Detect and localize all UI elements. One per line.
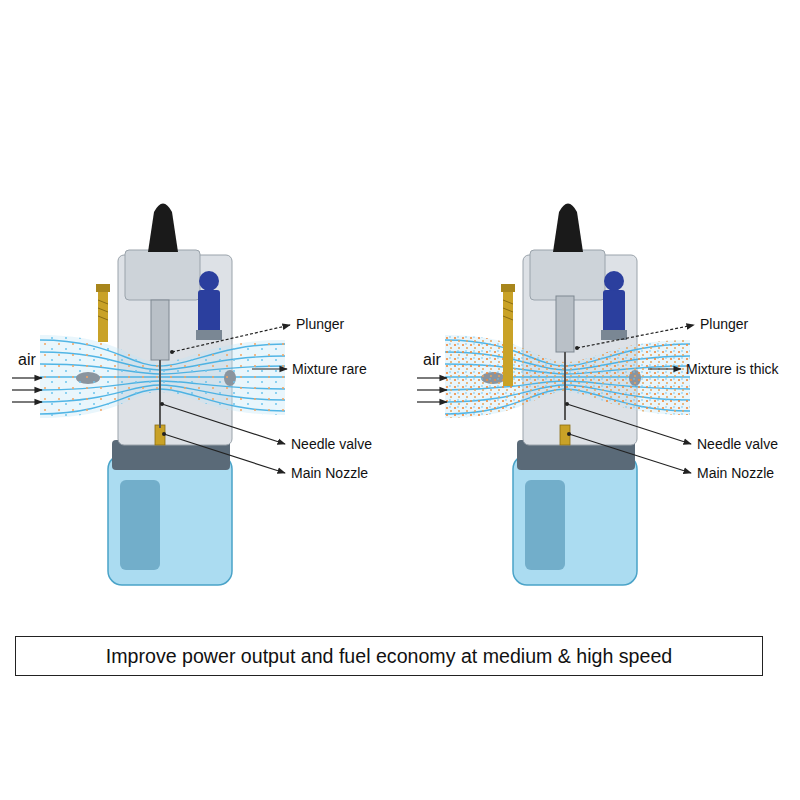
- leader-dot: [170, 350, 174, 354]
- leader-line: [162, 404, 285, 444]
- part-label: Plunger: [296, 316, 344, 332]
- caption-box: Improve power output and fuel economy at…: [15, 636, 763, 676]
- leader-line: [164, 434, 285, 473]
- screw-spring: [503, 300, 513, 320]
- leader-dot: [575, 346, 579, 350]
- part-label: Main Nozzle: [697, 465, 774, 481]
- air-arrow: [12, 389, 42, 390]
- brass-screw: [98, 292, 108, 342]
- leader-dots: [160, 346, 579, 436]
- plunger-symbol: [151, 300, 169, 360]
- screw-cap: [501, 284, 515, 292]
- part-label: Plunger: [700, 316, 748, 332]
- leader-dot: [567, 432, 571, 436]
- part-label: Needle valve: [697, 436, 778, 452]
- leader-line: [567, 404, 691, 444]
- part-label: Mixture rare: [292, 361, 367, 377]
- flow-arrow: [648, 368, 681, 369]
- carburetor-body: [40, 204, 285, 586]
- brass-screw: [503, 292, 513, 386]
- leader-dot: [565, 402, 569, 406]
- air-arrow: [12, 377, 42, 378]
- plunger-symbol: [556, 296, 574, 352]
- leader-dot: [160, 402, 164, 406]
- carburetor-body: [445, 204, 690, 586]
- air-arrow: [417, 389, 447, 390]
- needle-symbol: [564, 352, 566, 420]
- flow-label: air: [18, 352, 36, 368]
- leader-dot: [162, 432, 166, 436]
- right-carburetor: [445, 204, 690, 586]
- air-arrow: [417, 377, 447, 378]
- needle-symbol: [159, 360, 161, 428]
- part-label: Main Nozzle: [291, 465, 368, 481]
- leader-lines: [12, 325, 694, 473]
- leader-line: [172, 325, 290, 352]
- leader-line: [577, 325, 694, 348]
- flow-label: air: [423, 352, 441, 368]
- screw-spring: [98, 300, 108, 320]
- left-carburetor: [40, 204, 285, 586]
- part-label: Needle valve: [291, 436, 372, 452]
- air-arrow: [417, 401, 447, 402]
- flow-arrow: [252, 368, 287, 369]
- leader-line: [569, 434, 691, 473]
- part-label: Mixture is thick: [686, 361, 779, 377]
- screw-cap: [96, 284, 110, 292]
- air-arrow: [12, 401, 42, 402]
